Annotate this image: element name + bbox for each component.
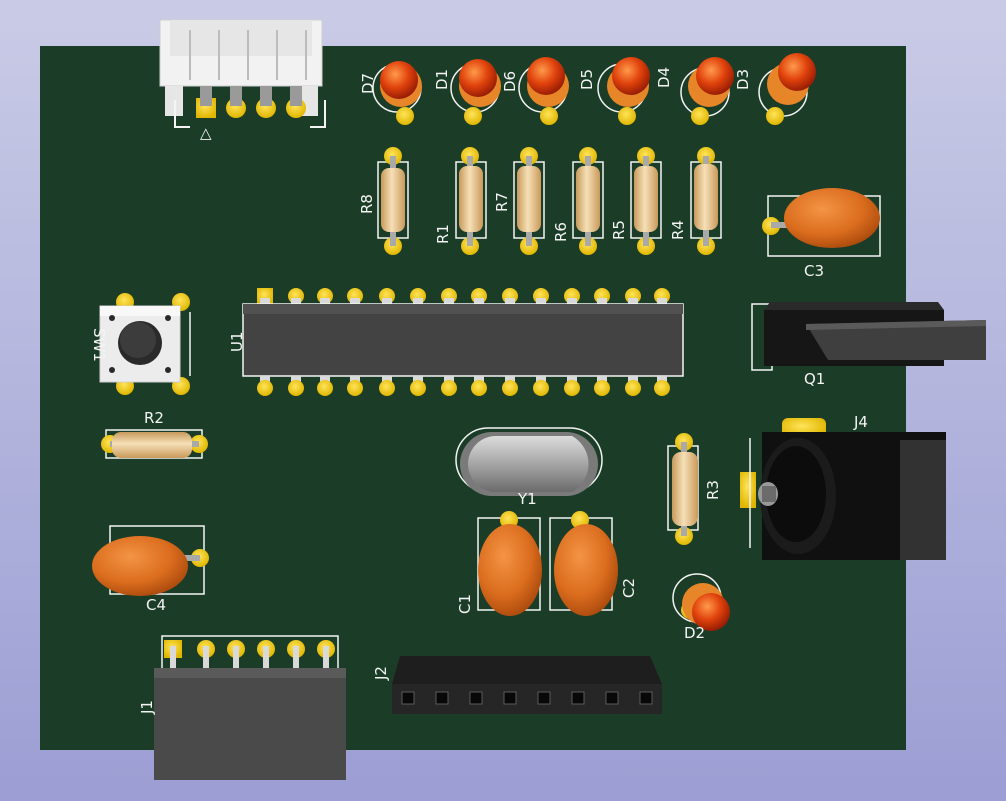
capacitor-C1: C1 <box>456 511 542 616</box>
label-J4: J4 <box>853 413 868 431</box>
led-D7: D7 <box>359 61 422 125</box>
label-D4: D4 <box>655 67 673 88</box>
led-D6: D6 <box>501 57 569 125</box>
label-U1: U1 <box>228 331 246 352</box>
resistor-R7: R7 <box>493 147 545 255</box>
label-R7: R7 <box>493 192 511 212</box>
label-C4: C4 <box>146 596 166 614</box>
led-D4: D4 <box>655 57 734 125</box>
label-Q1: Q1 <box>804 370 825 388</box>
label-SW1: SW1 <box>90 328 108 362</box>
transistor-Q1: Q1 <box>751 302 986 388</box>
label-R2: R2 <box>144 409 164 427</box>
label-R6: R6 <box>552 222 570 242</box>
led-D1: D1 <box>433 59 501 125</box>
ic-U1-bottom-pins <box>257 380 670 396</box>
label-R1: R1 <box>434 224 452 244</box>
resistor-R5: R5 <box>610 147 662 255</box>
ic-U1: U1 <box>228 288 684 396</box>
led-D2: D2 <box>672 573 730 642</box>
label-R3: R3 <box>704 480 722 500</box>
label-D1: D1 <box>433 69 451 90</box>
jst-connector: △ <box>159 19 326 142</box>
resistor-R2: R2 <box>101 409 208 459</box>
label-R5: R5 <box>610 220 628 240</box>
label-R4: R4 <box>669 220 687 240</box>
led-D5: D5 <box>578 57 650 125</box>
label-J2: J2 <box>372 666 390 681</box>
led-row: D7 D1 D6 D5 <box>359 53 816 125</box>
label-C2: C2 <box>620 578 638 598</box>
led-D3: D3 <box>734 53 816 125</box>
label-D2: D2 <box>684 624 705 642</box>
crystal-Y1: Y1 <box>455 427 603 508</box>
label-C3: C3 <box>804 262 824 280</box>
capacitor-C4: C4 <box>92 525 209 614</box>
label-R8: R8 <box>358 194 376 214</box>
label-D5: D5 <box>578 69 596 90</box>
capacitor-C3: C3 <box>762 188 881 280</box>
label-D6: D6 <box>501 71 519 92</box>
pin-header-J1: J1 <box>138 635 346 780</box>
label-J1: J1 <box>138 700 156 715</box>
connector-pin1-marker: △ <box>200 124 212 142</box>
resistor-R4: R4 <box>669 147 722 255</box>
capacitor-C2: C2 <box>549 511 638 616</box>
label-D7: D7 <box>359 73 377 94</box>
resistor-R6: R6 <box>552 147 604 255</box>
resistor-R3: R3 <box>667 433 722 545</box>
resistor-row: R8 R1 R7 R6 <box>358 147 722 255</box>
socket-J2: J2 <box>372 656 662 714</box>
label-Y1: Y1 <box>517 490 537 508</box>
push-button-SW1: SW1 <box>90 293 191 395</box>
label-D3: D3 <box>734 69 752 90</box>
label-C1: C1 <box>456 594 474 614</box>
dc-jack-J4: J4 <box>740 413 946 560</box>
resistor-R8: R8 <box>358 147 409 255</box>
resistor-R1: R1 <box>434 147 487 255</box>
